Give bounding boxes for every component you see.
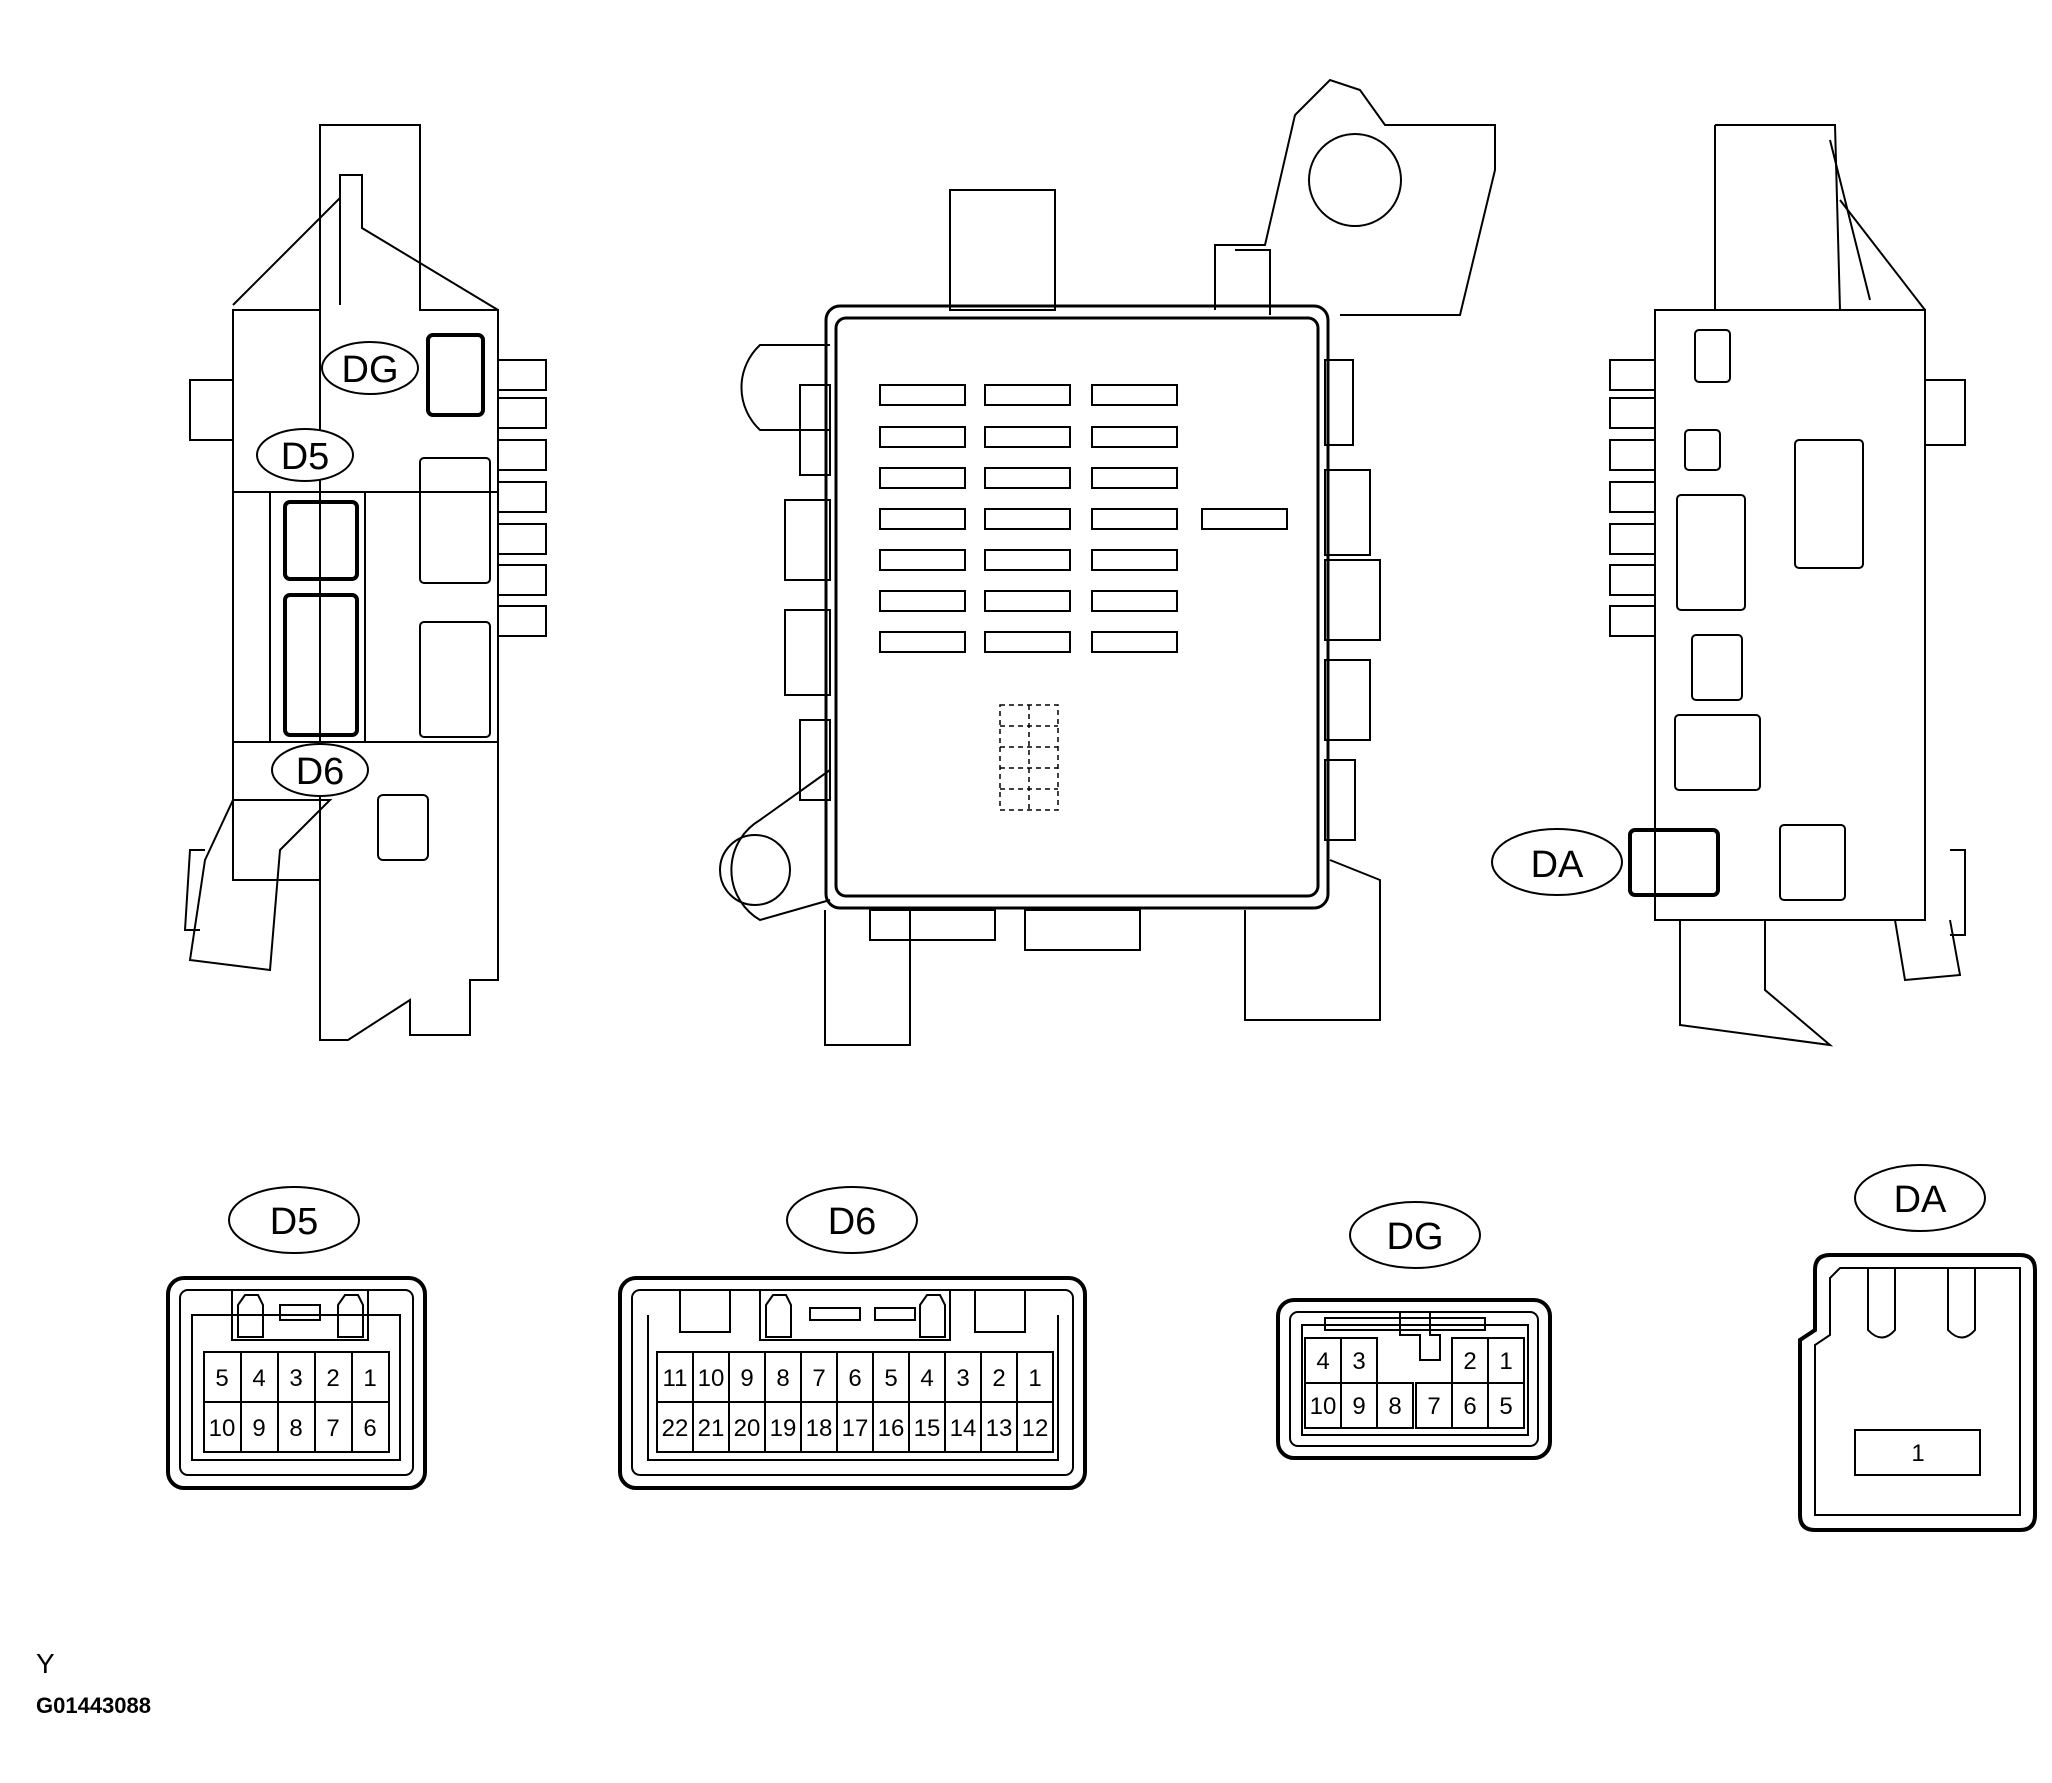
fuse-grid bbox=[879, 384, 1288, 653]
d6-pins: 11 10 9 8 7 6 5 4 3 2 1 22 21 20 19 18 1… bbox=[656, 1351, 1054, 1453]
d6-pin: 7 bbox=[812, 1365, 825, 1392]
d5-pin: 6 bbox=[363, 1415, 376, 1442]
center-front-view bbox=[719, 78, 1496, 1046]
d6-pin: 16 bbox=[878, 1415, 905, 1442]
da-pin: 1 bbox=[1911, 1440, 1924, 1467]
dg-callout-text: DG bbox=[342, 349, 399, 391]
d6-pin: 1 bbox=[1028, 1365, 1041, 1392]
d6-callout-text: D6 bbox=[296, 751, 345, 793]
dg-pin: 1 bbox=[1499, 1348, 1512, 1375]
d6-pin: 11 bbox=[663, 1365, 688, 1392]
right-side-view: DA bbox=[1491, 124, 1966, 1047]
dashed-relay bbox=[999, 704, 1059, 811]
dg-callout bbox=[321, 341, 419, 395]
d5-pin: 5 bbox=[215, 1365, 228, 1392]
d6-pin: 10 bbox=[698, 1365, 725, 1392]
da-title: DA bbox=[1894, 1179, 1947, 1221]
d5-callout bbox=[256, 428, 354, 482]
dg-pins: 4 3 2 1 10 9 8 7 6 5 bbox=[1304, 1337, 1525, 1429]
d6-pin: 4 bbox=[920, 1365, 933, 1392]
d6-pin: 17 bbox=[842, 1415, 869, 1442]
connector-da: DA 1 bbox=[1798, 1164, 2037, 1532]
d5-pin: 8 bbox=[289, 1415, 302, 1442]
dg-pin: 4 bbox=[1316, 1348, 1329, 1375]
connector-dg: DG 4 3 2 1 10 9 8 7 6 5 bbox=[1276, 1201, 1552, 1460]
dg-pin: 6 bbox=[1463, 1393, 1476, 1420]
dg-pin: 9 bbox=[1352, 1393, 1365, 1420]
left-side-view: DG D5 D6 bbox=[183, 124, 547, 1041]
d6-pin: 14 bbox=[950, 1415, 977, 1442]
d6-pin: 6 bbox=[848, 1365, 861, 1392]
dg-pin: 7 bbox=[1427, 1393, 1440, 1420]
connector-d5: D5 5 4 3 2 1 10 9 8 7 6 bbox=[166, 1186, 427, 1490]
d6-pin: 9 bbox=[740, 1365, 753, 1392]
d6-pin: 18 bbox=[806, 1415, 833, 1442]
d6-pin: 8 bbox=[776, 1365, 789, 1392]
d6-pin: 21 bbox=[698, 1415, 725, 1442]
d6-pin: 19 bbox=[770, 1415, 797, 1442]
d6-pin: 3 bbox=[956, 1365, 969, 1392]
d5-callout-text: D5 bbox=[281, 436, 330, 478]
dg-pin: 2 bbox=[1463, 1348, 1476, 1375]
dg-pin: 8 bbox=[1388, 1393, 1401, 1420]
dg-pin: 10 bbox=[1310, 1393, 1337, 1420]
d5-location bbox=[283, 500, 359, 581]
connector-d6: D6 bbox=[618, 1186, 1087, 1490]
d6-pin: 20 bbox=[734, 1415, 761, 1442]
d6-callout bbox=[271, 743, 369, 797]
d6-title: D6 bbox=[828, 1201, 877, 1243]
d5-pin: 7 bbox=[326, 1415, 339, 1442]
dg-pin: 5 bbox=[1499, 1393, 1512, 1420]
d6-pin: 5 bbox=[884, 1365, 897, 1392]
da-location bbox=[1628, 828, 1720, 897]
d5-pin: 9 bbox=[252, 1415, 265, 1442]
d5-pin: 4 bbox=[252, 1365, 265, 1392]
d6-pin: 22 bbox=[662, 1415, 689, 1442]
d6-pin: 13 bbox=[986, 1415, 1013, 1442]
d5-title: D5 bbox=[270, 1201, 319, 1243]
d5-pin: 3 bbox=[289, 1365, 302, 1392]
dg-location bbox=[426, 333, 485, 417]
dg-pin: 3 bbox=[1352, 1348, 1365, 1375]
d5-pin: 10 bbox=[209, 1415, 236, 1442]
d6-pin: 2 bbox=[992, 1365, 1005, 1392]
da-pin-box bbox=[1854, 1429, 1981, 1476]
d6-pin: 15 bbox=[914, 1415, 941, 1442]
d5-pins: 5 4 3 2 1 10 9 8 7 6 bbox=[203, 1351, 390, 1453]
d5-pin: 2 bbox=[326, 1365, 339, 1392]
dg-title: DG bbox=[1387, 1216, 1444, 1258]
footer-mark: Y bbox=[36, 1648, 55, 1679]
d5-pin: 1 bbox=[363, 1365, 376, 1392]
da-callout-text: DA bbox=[1531, 844, 1584, 886]
d6-location bbox=[283, 593, 359, 737]
d6-pin: 12 bbox=[1022, 1415, 1049, 1442]
da-callout bbox=[1491, 828, 1623, 896]
figure-code: G01443088 bbox=[36, 1693, 151, 1718]
